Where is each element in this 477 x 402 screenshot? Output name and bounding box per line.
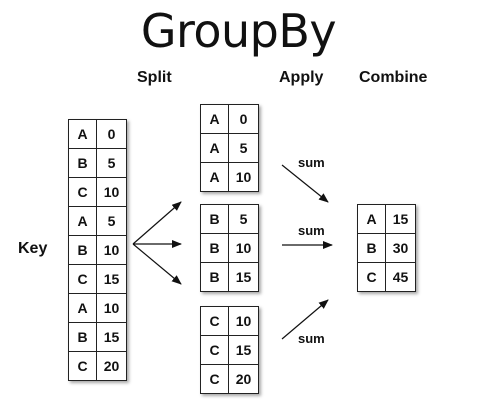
table-row: B 10: [69, 235, 126, 264]
key-cell: C: [201, 336, 229, 364]
apply-op-label: sum: [298, 223, 325, 238]
key-cell: B: [201, 263, 229, 291]
key-cell: A: [201, 134, 229, 162]
apply-op-label: sum: [298, 331, 325, 346]
key-cell: B: [69, 323, 97, 351]
apply-step-label: Apply: [279, 69, 324, 86]
key-cell: B: [201, 234, 229, 262]
table-row: C 10: [201, 307, 258, 335]
table-row: B 30: [358, 233, 415, 262]
key-label: Key: [18, 240, 48, 257]
table-row: C 20: [201, 364, 258, 393]
diagram-title: GroupBy: [140, 4, 337, 58]
value-cell: 5: [107, 213, 116, 229]
value-cell: 5: [239, 211, 248, 227]
key-cell: A: [201, 163, 229, 191]
table-row: A 10: [201, 162, 258, 191]
key-cell: B: [69, 236, 97, 264]
value-cell: 30: [392, 240, 409, 256]
table-row: C 15: [201, 335, 258, 364]
value-cell: 15: [235, 342, 252, 358]
apply-op-label: sum: [298, 155, 325, 170]
table-row: B 15: [201, 262, 258, 291]
apply-arrow-c: [281, 299, 329, 340]
table-row: B 15: [69, 322, 126, 351]
value-cell: 5: [107, 155, 116, 171]
value-cell: 15: [103, 329, 120, 345]
value-cell: 10: [235, 240, 252, 256]
key-cell: C: [201, 365, 229, 393]
key-cell: A: [69, 207, 97, 235]
group-c-table: C 10 C 15 C 20: [200, 306, 259, 394]
result-table: A 15 B 30 C 45: [357, 204, 416, 292]
key-cell: A: [358, 205, 386, 233]
split-arrow-c: [132, 243, 182, 285]
value-cell: 15: [103, 271, 120, 287]
value-cell: 5: [239, 140, 248, 156]
table-row: C 10: [69, 177, 126, 206]
key-cell: C: [201, 307, 229, 335]
value-cell: 20: [103, 358, 120, 374]
key-cell: B: [69, 149, 97, 177]
key-cell: C: [69, 178, 97, 206]
key-cell: C: [358, 263, 386, 291]
table-row: C 20: [69, 351, 126, 380]
value-cell: 10: [103, 184, 120, 200]
value-cell: 15: [392, 211, 409, 227]
value-cell: 15: [235, 269, 252, 285]
value-cell: 10: [235, 169, 252, 185]
table-row: A 15: [358, 205, 415, 233]
key-cell: B: [358, 234, 386, 262]
value-cell: 10: [103, 242, 120, 258]
key-cell: C: [69, 352, 97, 380]
value-cell: 10: [103, 300, 120, 316]
value-cell: 10: [235, 313, 252, 329]
combine-step-label: Combine: [359, 69, 428, 86]
key-cell: C: [69, 265, 97, 293]
value-cell: 20: [235, 371, 252, 387]
split-arrow-a: [132, 201, 182, 245]
key-cell: A: [201, 105, 229, 133]
table-row: B 10: [201, 233, 258, 262]
table-row: C 45: [358, 262, 415, 291]
key-cell: B: [201, 205, 229, 233]
key-cell: A: [69, 120, 97, 148]
table-row: C 15: [69, 264, 126, 293]
value-cell: 0: [239, 111, 248, 127]
table-row: A 10: [69, 293, 126, 322]
value-cell: 45: [392, 269, 409, 285]
key-cell: A: [69, 294, 97, 322]
value-cell: 0: [107, 126, 116, 142]
split-step-label: Split: [137, 69, 172, 86]
apply-arrow-a: [281, 164, 329, 203]
